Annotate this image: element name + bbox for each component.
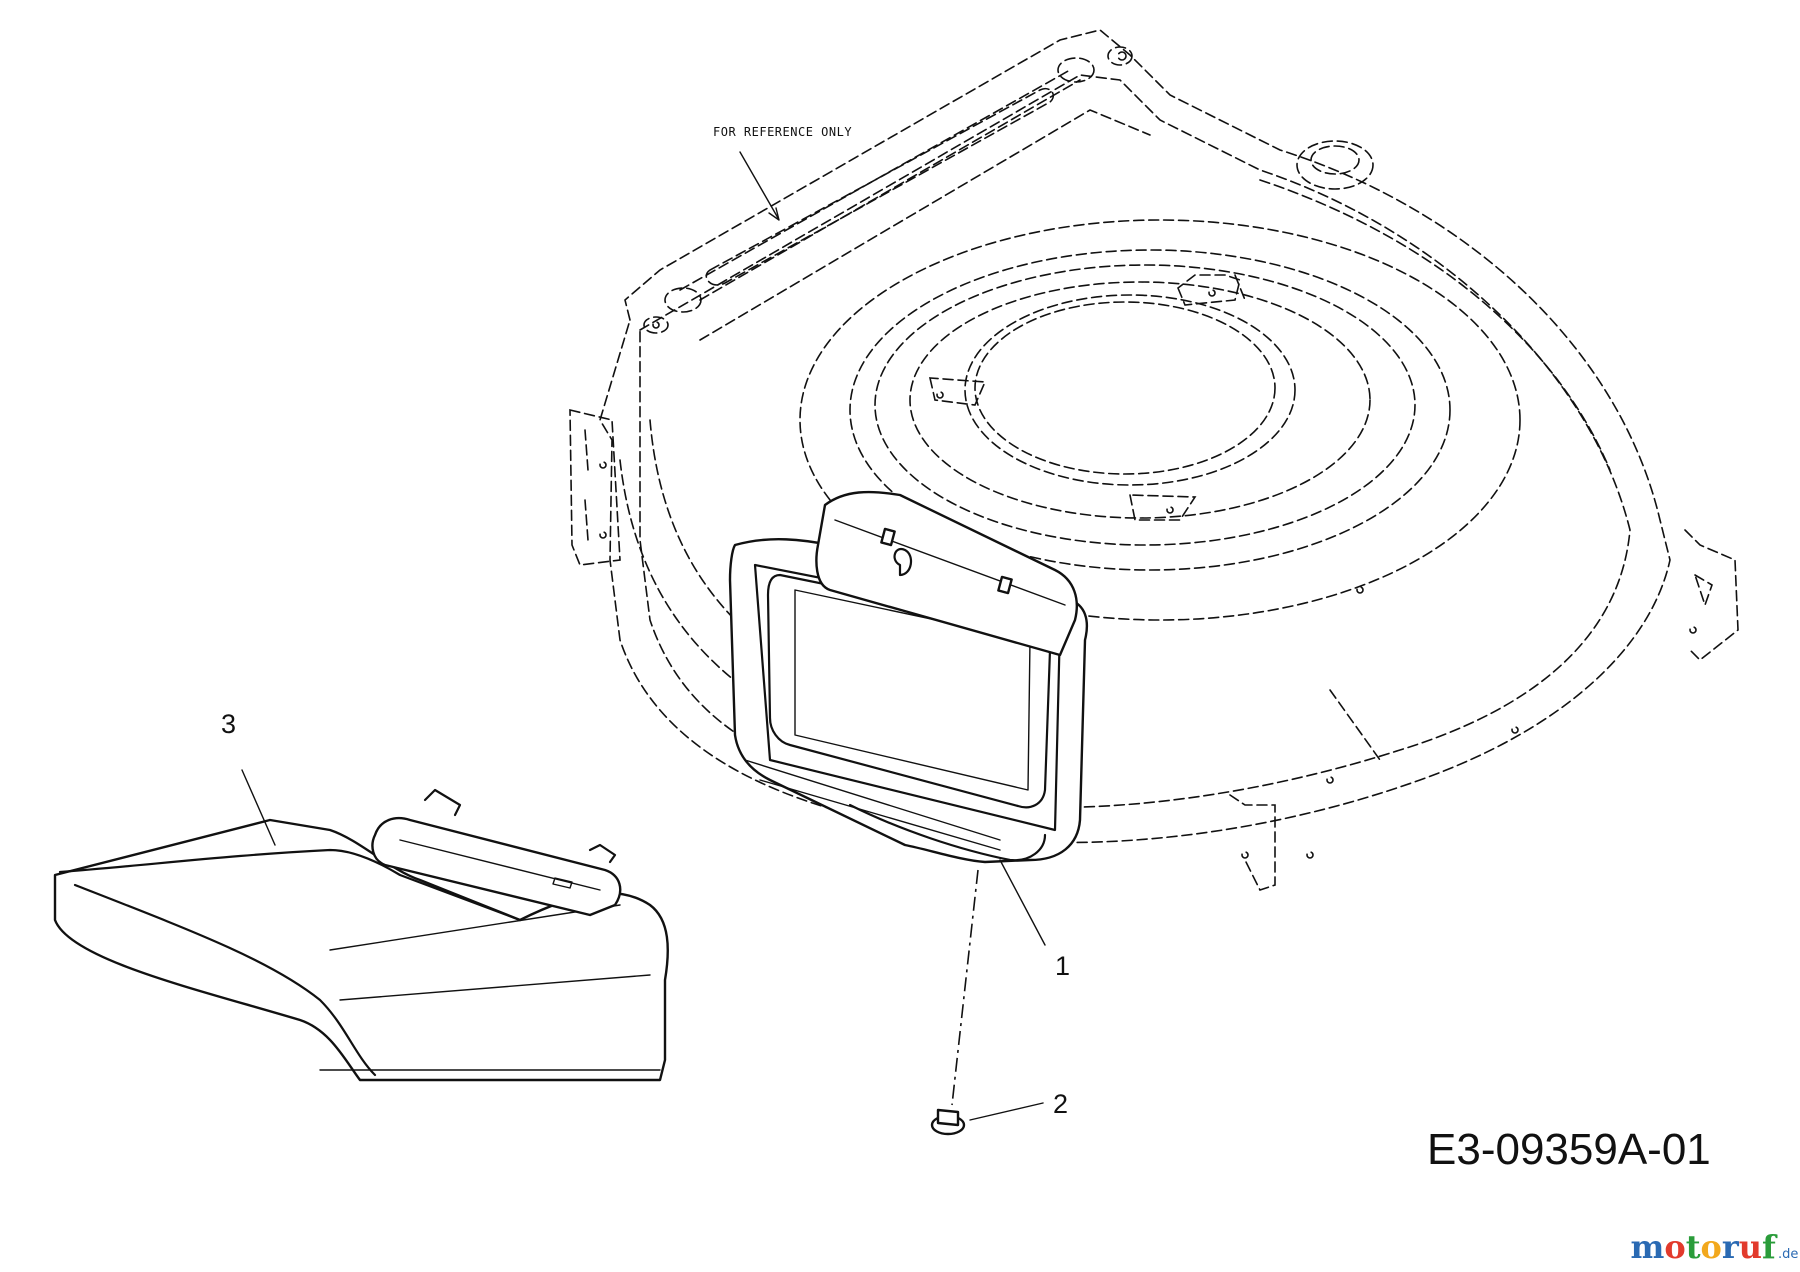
wm-letter-1: o [1664,1228,1685,1266]
discharge-deflector-part-3 [53,788,669,1082]
reference-note: FOR REFERENCE ONLY [713,125,852,139]
mower-deck-housing [569,29,1739,891]
wm-letter-0: m [1631,1228,1665,1266]
wm-letter-6: f [1762,1228,1778,1266]
wm-suffix: .de [1778,1247,1798,1262]
callout-part-2: 2 [1053,1089,1068,1119]
wm-letter-3: o [1701,1228,1722,1266]
callout-part-1: 1 [1055,951,1070,981]
motoruf-watermark-logo: motoruf .de [1631,1228,1799,1266]
wm-letter-2: t [1686,1228,1701,1266]
svg-text:motoruf: motoruf [1631,1228,1778,1266]
callout-part-3: 3 [221,709,236,739]
wm-letter-4: r [1722,1228,1740,1266]
fastener-part-2 [930,869,979,1136]
leader-lines [241,151,1046,1121]
drawing-id: E3-09359A-01 [1427,1125,1711,1174]
wm-letter-5: u [1739,1228,1762,1266]
rear-flap-part-1 [728,490,1089,864]
